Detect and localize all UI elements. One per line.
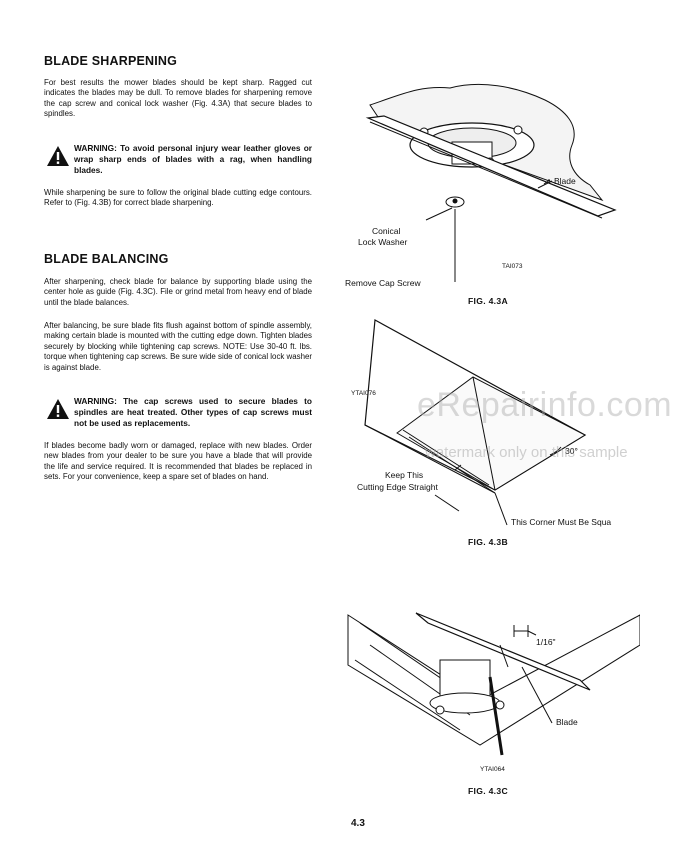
warning-text: WARNING: To avoid personal injury wear l… (74, 143, 312, 176)
caption-fig-4-3a: FIG. 4.3A (468, 296, 508, 306)
heading-blade-sharpening: BLADE SHARPENING (44, 54, 178, 68)
label-blade: Blade (556, 717, 578, 727)
figure-4-3b-illustration: YTAI076 30° Keep This Cutting Edge Strai… (351, 319, 611, 527)
figure-4-3a-illustration: Blade Conical Lock Washer Remove Cap Scr… (345, 83, 617, 288)
caption-fig-4-3b: FIG. 4.3B (468, 537, 508, 547)
watermark-note: watermark only on this sample (425, 444, 628, 461)
sharpening-paragraph-2: While sharpening be sure to follow the o… (44, 188, 312, 208)
watermark-site: eRepairinfo.com (417, 386, 673, 424)
balancing-paragraph-3: If blades become badly worn or damaged, … (44, 441, 312, 482)
figure-4-3c-illustration: 1/16" Blade YTAI064 (347, 612, 640, 773)
label-conical: Conical (372, 226, 400, 236)
balancing-paragraph-2: After balancing, be sure blade fits flus… (44, 321, 312, 372)
figure-code: TAI073 (502, 263, 523, 270)
label-lock-washer: Lock Washer (358, 237, 407, 247)
label-corner-square: This Corner Must Be Squa (511, 517, 611, 527)
warning-triangle-icon (47, 146, 69, 166)
warning-leather-gloves: WARNING: To avoid personal injury wear l… (44, 143, 312, 183)
balancing-paragraph-1: After sharpening, check blade for balanc… (44, 277, 312, 307)
sharpening-paragraph-1: For best results the mower blades should… (44, 78, 312, 119)
heading-blade-balancing: BLADE BALANCING (44, 252, 169, 266)
warning-heat-treated-screws: WARNING: The cap screws used to secure b… (44, 396, 312, 436)
warning-triangle-icon (47, 399, 69, 419)
label-blade: Blade (554, 176, 576, 186)
label-remove-cap-screw: Remove Cap Screw (345, 278, 421, 288)
page-number: 4.3 (351, 818, 365, 829)
label-30-degrees: 30° (565, 446, 578, 456)
caption-fig-4-3c: FIG. 4.3C (468, 786, 508, 796)
figure-code: YTAI064 (480, 766, 505, 773)
warning-text: WARNING: The cap screws used to secure b… (74, 396, 312, 429)
figure-code: YTAI076 (351, 390, 376, 397)
label-one-sixteenth: 1/16" (536, 637, 556, 647)
label-keep-this: Keep This (385, 470, 423, 480)
label-cutting-edge-straight: Cutting Edge Straight (357, 482, 438, 492)
